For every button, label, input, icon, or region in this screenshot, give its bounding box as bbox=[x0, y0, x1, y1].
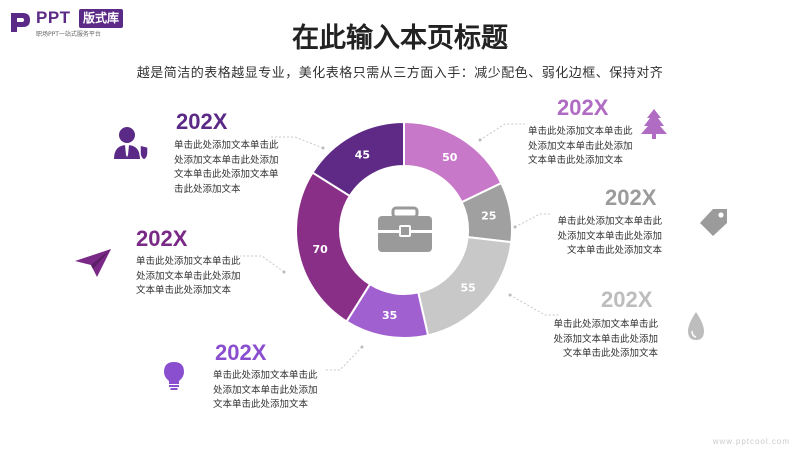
donut-slice-label-2: 25 bbox=[481, 210, 496, 223]
donut-slice-label-5: 70 bbox=[312, 243, 328, 256]
item-text-1: 单击此处添加文本单击此处添加文本单击此处添加文本单击此处添加文本单击此处添加文本 bbox=[174, 140, 279, 195]
connector-dot-6 bbox=[508, 293, 512, 297]
lightbulb-icon bbox=[164, 362, 184, 390]
item-year-1: 202X bbox=[176, 109, 228, 134]
item-year-3: 202X bbox=[215, 340, 267, 365]
donut-slices bbox=[295, 120, 513, 339]
page-title: 在此输入本页标题 bbox=[292, 23, 508, 54]
connector-line-5 bbox=[514, 213, 552, 228]
user-badge-icon bbox=[114, 127, 149, 161]
connector-dot-4 bbox=[478, 138, 482, 142]
page-subtitle: 越是简洁的表格越显专业，美化表格只需从三方面入手：减少配色、弱化边框、保持对齐 bbox=[136, 66, 664, 81]
paper-plane-icon bbox=[75, 249, 111, 277]
item-text-4: 单击此处添加文本单击此处添加文本单击此处添加文本单击此处添加文本 bbox=[528, 126, 633, 166]
donut-slice-labels: 50 25 55 35 70 45 bbox=[312, 149, 496, 322]
logo-tagline: 职场PPT一站式服务平台 bbox=[36, 31, 101, 38]
logo-brand-text: PPT bbox=[36, 8, 71, 27]
donut-slice-5 bbox=[295, 171, 372, 323]
logo-badge: 版式库 bbox=[79, 9, 124, 28]
connector-lines bbox=[240, 123, 560, 371]
donut-slice-label-1: 50 bbox=[442, 151, 458, 164]
item-text-3: 单击此处添加文本单击此处添加文本单击此处添加文本单击此处添加文本 bbox=[213, 370, 318, 410]
drop-icon bbox=[688, 312, 704, 340]
item-text-5: 单击此处添加文本单击此处添加文本单击此处添加文本单击此处添加文本 bbox=[557, 216, 662, 256]
tag-icon bbox=[700, 209, 727, 236]
item-year-6: 202X bbox=[601, 287, 653, 312]
item-text-6: 单击此处添加文本单击此处添加文本单击此处添加文本单击此处添加文本 bbox=[553, 319, 658, 359]
tree-icon bbox=[641, 109, 667, 139]
connector-dot-2 bbox=[282, 270, 286, 274]
connector-dot-3 bbox=[360, 345, 364, 349]
item-year-5: 202X bbox=[605, 185, 657, 210]
logo-mark-icon bbox=[11, 13, 30, 32]
connector-line-6 bbox=[509, 294, 560, 316]
donut-slice-6 bbox=[311, 120, 405, 198]
connector-line-2 bbox=[240, 255, 285, 273]
connector-dot-5 bbox=[513, 225, 517, 229]
brand-logo: PPT 版式库 职场PPT一站式服务平台 bbox=[8, 8, 158, 38]
connector-line-3 bbox=[325, 346, 363, 371]
connector-line-4 bbox=[479, 123, 525, 141]
connector-dot-1 bbox=[321, 146, 325, 150]
item-text-2: 单击此处添加文本单击此处添加文本单击此处添加文本单击此处添加文本 bbox=[136, 256, 241, 296]
item-year-4: 202X bbox=[557, 95, 609, 120]
item-year-2: 202X bbox=[136, 226, 188, 251]
donut-slice-label-4: 35 bbox=[382, 309, 397, 322]
donut-slice-label-3: 55 bbox=[460, 281, 475, 294]
donut-slice-label-6: 45 bbox=[355, 149, 370, 162]
briefcase-icon bbox=[378, 206, 432, 252]
watermark: www.pptcool.com bbox=[712, 437, 790, 446]
